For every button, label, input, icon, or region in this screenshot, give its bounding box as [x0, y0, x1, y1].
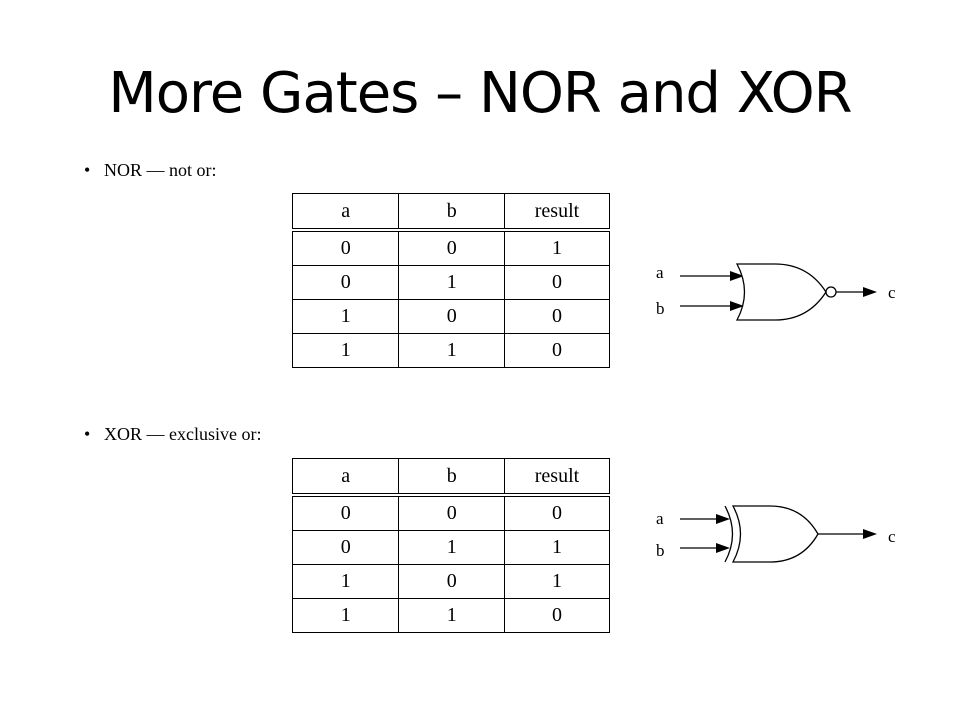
table-header-row: a b result	[291, 193, 611, 232]
xor-input-a-label: a	[656, 509, 664, 528]
cell-b: 0	[398, 564, 505, 599]
table-row: 0 1 1	[291, 530, 611, 565]
xor-bullet-label: XOR — exclusive or:	[104, 424, 262, 444]
cell-b: 1	[398, 598, 505, 633]
cell-result: 1	[503, 564, 611, 599]
cell-a: 1	[291, 299, 400, 334]
table-row: 0 1 0	[291, 265, 611, 300]
xor-output-arrow	[818, 529, 877, 539]
header-cell-result: result	[503, 193, 611, 232]
xor-bullet-item: • XOR — exclusive or:	[84, 424, 261, 445]
cell-result: 1	[503, 229, 611, 266]
cell-b: 0	[398, 299, 505, 334]
header-cell-b: b	[398, 193, 505, 232]
cell-b: 1	[398, 530, 505, 565]
cell-a: 0	[291, 530, 400, 565]
nor-bullet-item: • NOR — not or:	[84, 160, 217, 181]
xor-input-a-arrow	[680, 514, 730, 524]
header-cell-b: b	[398, 458, 505, 497]
table-row: 1 1 0	[291, 598, 611, 633]
cell-result: 0	[503, 598, 611, 633]
table-row: 1 1 0	[291, 333, 611, 368]
cell-a: 0	[291, 229, 400, 266]
nor-output-arrow	[836, 287, 877, 297]
cell-a: 0	[291, 265, 400, 300]
cell-result: 0	[503, 494, 611, 531]
xor-truth-table: a b result 0 0 0 0 1 1 1 0 1 1 1 0	[291, 458, 611, 633]
nor-input-a-arrow	[680, 271, 744, 281]
nor-gate-diagram: a b c	[656, 263, 896, 321]
nor-truth-table: a b result 0 0 1 0 1 0 1 0 0 1 1 0	[291, 193, 611, 368]
cell-result: 1	[503, 530, 611, 565]
table-row: 0 0 1	[291, 229, 611, 266]
cell-b: 0	[398, 494, 505, 531]
nor-inverter-bubble	[825, 286, 837, 298]
nor-output-label: c	[888, 283, 896, 302]
xor-gate-symbol	[731, 505, 819, 563]
table-header-row: a b result	[291, 458, 611, 497]
cell-b: 0	[398, 229, 505, 266]
nor-bullet-label: NOR — not or:	[104, 160, 217, 180]
xor-input-b-arrow	[680, 543, 730, 553]
header-cell-a: a	[291, 193, 400, 232]
bullet-marker: •	[84, 160, 91, 180]
cell-a: 1	[291, 333, 400, 368]
xor-gate-diagram: a b c	[656, 505, 896, 563]
cell-a: 1	[291, 564, 400, 599]
cell-a: 1	[291, 598, 400, 633]
slide-title: More Gates – NOR and XOR	[108, 61, 852, 126]
header-cell-a: a	[291, 458, 400, 497]
table-row: 1 0 1	[291, 564, 611, 599]
cell-a: 0	[291, 494, 400, 531]
cell-result: 0	[503, 299, 611, 334]
cell-b: 1	[398, 265, 505, 300]
table-row: 0 0 0	[291, 494, 611, 531]
nor-input-b-arrow	[680, 301, 744, 311]
nor-gate-symbol	[735, 263, 827, 321]
nor-input-b-label: b	[656, 299, 665, 318]
xor-input-b-label: b	[656, 541, 665, 560]
nor-input-a-label: a	[656, 263, 664, 282]
cell-result: 0	[503, 265, 611, 300]
xor-output-label: c	[888, 527, 896, 546]
bullet-marker: •	[84, 424, 91, 444]
xor-extra-input-curve	[724, 505, 734, 563]
table-row: 1 0 0	[291, 299, 611, 334]
cell-result: 0	[503, 333, 611, 368]
header-cell-result: result	[503, 458, 611, 497]
cell-b: 1	[398, 333, 505, 368]
